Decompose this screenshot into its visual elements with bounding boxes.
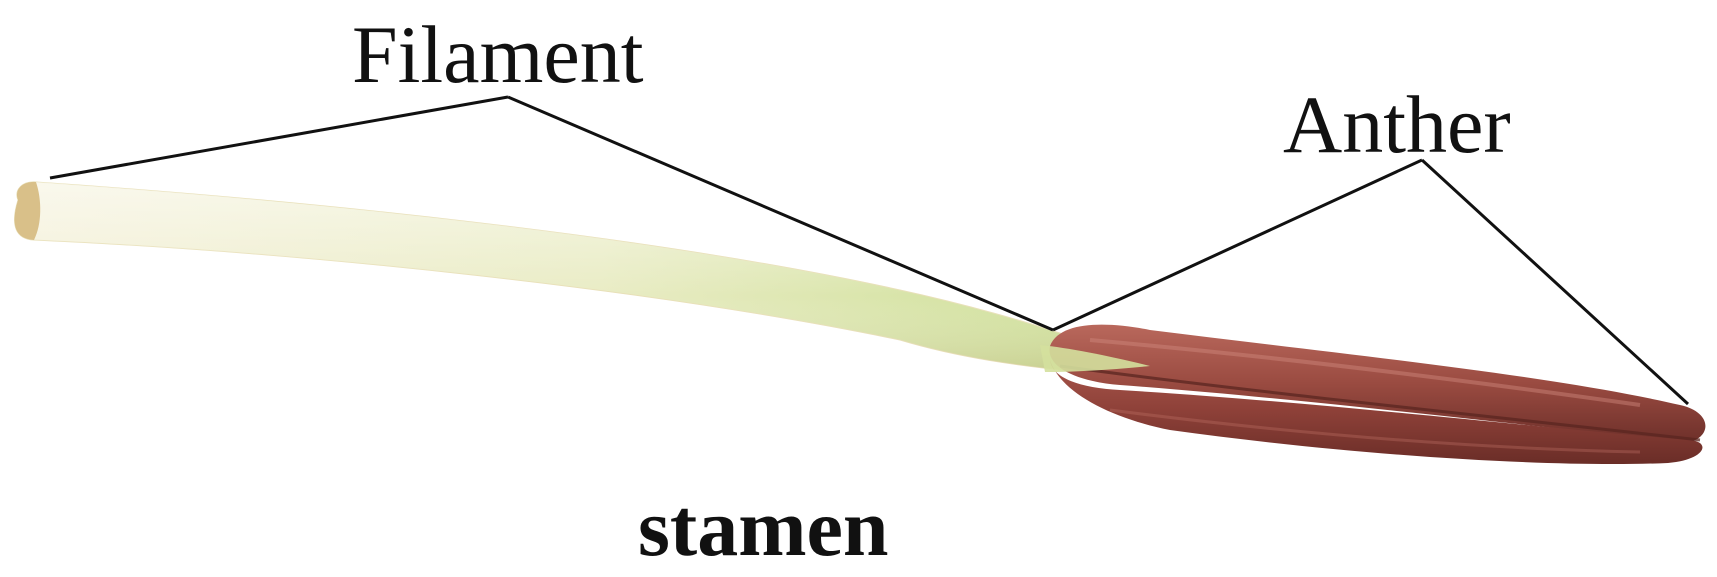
filament-label: Filament: [352, 14, 644, 96]
anther-leader-left: [1053, 160, 1422, 330]
filament-shape: [15, 182, 1080, 372]
anther-label: Anther: [1283, 84, 1511, 166]
filament-leader-left: [50, 97, 508, 178]
anther-shape: [1040, 325, 1705, 464]
figure-caption: stamen: [638, 487, 889, 569]
anther-leader-right: [1422, 160, 1688, 404]
